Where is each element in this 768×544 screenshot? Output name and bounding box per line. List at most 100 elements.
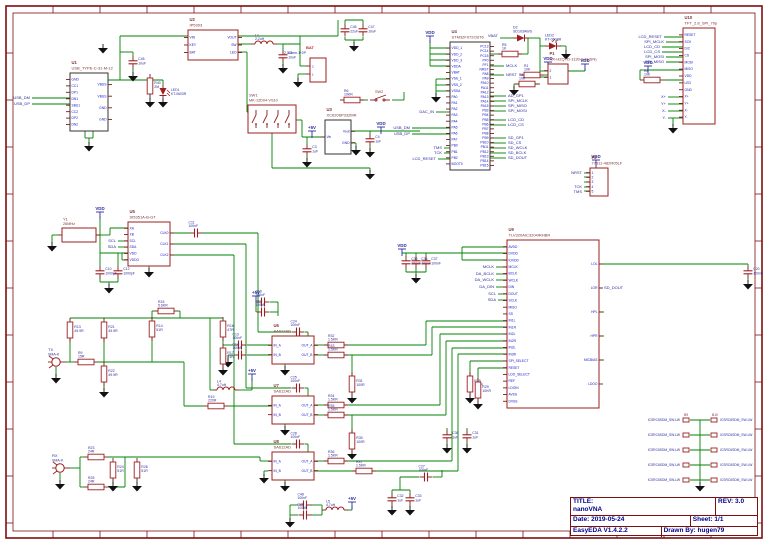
- svg-text:100nF: 100nF: [298, 496, 308, 500]
- svg-text:1uF: 1uF: [472, 436, 478, 440]
- svg-text:R31: R31: [356, 379, 362, 383]
- svg-text:ICSRC6SDM_SW-LW: ICSRC6SDM_SW-LW: [648, 463, 681, 467]
- svg-text:HX-H2QTD-1130 (LF)(SN): HX-H2QTD-1130 (LF)(SN): [550, 56, 598, 61]
- svg-text:PB14: PB14: [480, 159, 488, 163]
- svg-text:R8: R8: [644, 69, 649, 73]
- ground-symbol: [84, 142, 94, 152]
- ic-u1: U1USB_TYPE-C-31-M-12GNDCC1DP1DN1SBU1CC2D…: [66, 60, 114, 132]
- svg-text:C45: C45: [138, 57, 144, 61]
- svg-text:SD_GP1: SD_GP1: [508, 135, 525, 140]
- svg-text:R26: R26: [141, 465, 147, 469]
- svg-text:SDA: SDA: [488, 297, 497, 302]
- svg-text:R21: R21: [108, 325, 114, 329]
- svg-text:1uF: 1uF: [397, 499, 403, 503]
- ic-u10: U10TFT_2.8_SPI_70pRESETSCKD/CCSMOSIMISOV…: [679, 15, 718, 125]
- svg-text:R9: R9: [78, 351, 83, 355]
- svg-text:PB8: PB8: [482, 132, 488, 136]
- power-flag-vdd: VDD: [643, 60, 653, 73]
- svg-text:L4: L4: [217, 379, 221, 383]
- ground-symbol: [509, 86, 519, 96]
- net-label-lcd_cd: LCD_CD: [644, 44, 660, 49]
- svg-text:TCK: TCK: [434, 150, 442, 155]
- svg-text:CLK2: CLK2: [160, 253, 168, 257]
- net-label-da_din: DA_DIN: [479, 284, 494, 289]
- svg-text:C36: C36: [421, 257, 427, 261]
- svg-text:C12: C12: [123, 267, 129, 271]
- svg-text:100nF: 100nF: [256, 303, 266, 307]
- svg-text:SDA: SDA: [108, 244, 117, 249]
- net-label-tck: TCK: [574, 184, 582, 189]
- svg-text:47R: 47R: [227, 328, 234, 332]
- svg-text:SW2: SW2: [375, 90, 383, 94]
- svg-text:X+: X+: [661, 94, 667, 99]
- svg-text:PA12: PA12: [481, 90, 489, 94]
- svg-text:VSSA: VSSA: [452, 89, 462, 93]
- svg-text:2: 2: [550, 69, 552, 73]
- svg-text:VDD: VDD: [580, 58, 589, 63]
- svg-text:LCD_CS: LCD_CS: [644, 49, 660, 54]
- svg-text:RESET: RESET: [685, 33, 696, 37]
- svg-text:VDD: VDD: [95, 206, 104, 211]
- svg-text:IN_B: IN_B: [274, 413, 282, 417]
- svg-text:KEY: KEY: [190, 43, 197, 47]
- svg-text:R40: R40: [154, 81, 160, 85]
- svg-text:C46: C46: [350, 25, 356, 29]
- svg-text:GND: GND: [685, 88, 693, 92]
- svg-text:PB9: PB9: [482, 136, 488, 140]
- svg-text:USB_TYPE-C-31-M-12: USB_TYPE-C-31-M-12: [72, 65, 114, 70]
- svg-text:LCD_CS: LCD_CS: [508, 122, 524, 127]
- svg-text:10K: 10K: [524, 68, 531, 72]
- net-label-spi_mosi: SPI_MOSI: [645, 54, 664, 59]
- svg-text:SBU1: SBU1: [72, 103, 81, 107]
- svg-text:PA1: PA1: [452, 101, 458, 105]
- svg-text:C4: C4: [375, 135, 379, 139]
- svg-text:VDD: VDD: [643, 60, 652, 65]
- svg-text:R19: R19: [208, 395, 214, 399]
- svg-text:77311-482R05LF: 77311-482R05LF: [592, 160, 623, 165]
- svg-text:VDD: VDD: [425, 30, 434, 35]
- svg-text:STM32F072CBT6: STM32F072CBT6: [452, 34, 485, 39]
- svg-text:C35: C35: [411, 257, 417, 261]
- power-flag-vdd: VDD: [580, 58, 590, 71]
- svg-text:1.5KR: 1.5KR: [328, 398, 338, 402]
- svg-text:R30: R30: [356, 436, 362, 440]
- svg-text:C32: C32: [397, 494, 403, 498]
- svg-text:1uF: 1uF: [415, 499, 421, 503]
- svg-text:U9: U9: [509, 227, 515, 232]
- svg-text:PA7: PA7: [452, 138, 458, 142]
- svg-text:VDD_2: VDD_2: [452, 52, 463, 56]
- svg-text:VDD: VDD: [591, 154, 600, 159]
- svg-text:C47: C47: [368, 25, 374, 29]
- svg-text:VBUS: VBUS: [98, 94, 108, 98]
- svg-text:ICSRC6SDM_SW-LW: ICSRC6SDM_SW-LW: [648, 418, 681, 422]
- svg-text:LED: LED: [230, 51, 237, 55]
- net-label-spi_mclk: SPI_MCLK: [508, 98, 528, 103]
- svg-text:IN3L: IN3L: [509, 346, 516, 350]
- svg-text:4.7uH: 4.7uH: [217, 383, 227, 387]
- ground-symbol: [47, 242, 57, 252]
- svg-text:RX: RX: [52, 453, 58, 458]
- svg-text:2.54mm-1*2P: 2.54mm-1*2P: [284, 51, 307, 55]
- svg-text:B10: B10: [712, 413, 718, 417]
- svg-text:U5: U5: [130, 209, 136, 214]
- svg-text:PA0: PA0: [452, 95, 458, 99]
- svg-text:C14: C14: [233, 342, 239, 346]
- svg-text:SW1: SW1: [249, 93, 258, 98]
- mount-pad: ICSRC6SDM_SW-LW: [710, 477, 753, 483]
- svg-text:WCLK: WCLK: [509, 278, 519, 282]
- svg-text:BAT: BAT: [306, 45, 314, 50]
- svg-text:PA4: PA4: [452, 119, 458, 123]
- svg-text:PB0: PB0: [452, 144, 458, 148]
- net-label-mclk: MCLK: [483, 264, 494, 269]
- svg-text:10K: 10K: [519, 77, 526, 81]
- ground-symbol: [462, 444, 472, 454]
- svg-text:PB5: PB5: [482, 118, 488, 122]
